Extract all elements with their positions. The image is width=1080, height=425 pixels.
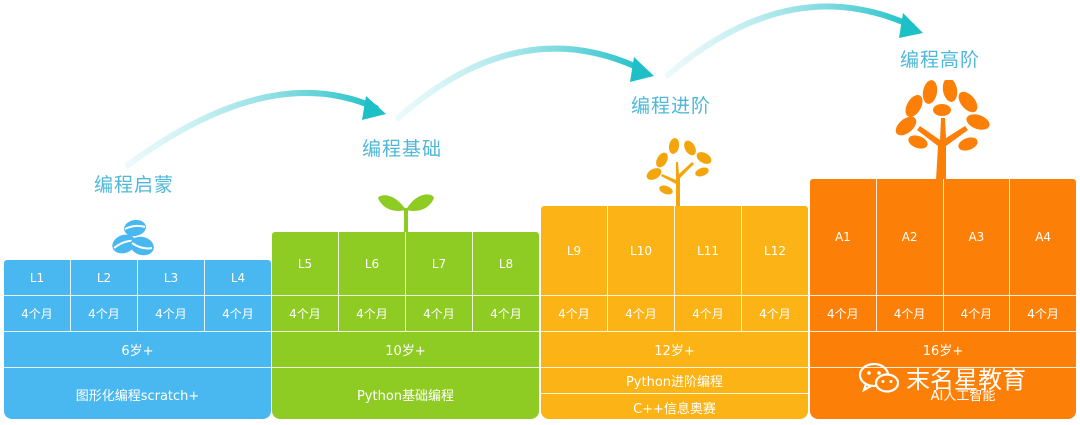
duration-cell: 4个月 — [674, 296, 741, 331]
level-cell: L2 — [70, 260, 137, 295]
age-label: 16岁+ — [810, 331, 1076, 367]
watermark: 末名星教育 — [858, 360, 1026, 395]
sprout-icon — [378, 194, 434, 234]
duration-cell: 4个月 — [204, 296, 271, 331]
level-cell: L10 — [607, 206, 674, 295]
level-cell: A1 — [834, 230, 851, 244]
duration-cell: 4个月 — [289, 307, 321, 321]
course-label: 图形化编程scratch+ — [4, 367, 271, 419]
stage-block-1: L1 L2 L3 L4 4个月 4个月 4个月 4个月 6岁+ 图形化编程scr… — [4, 260, 271, 419]
level-cell: L8 — [472, 232, 539, 295]
duration-cell: 4个月 — [827, 307, 859, 321]
level-cell: A2 — [875, 179, 943, 295]
level-cell: L6 — [338, 232, 405, 295]
duration-cell: 4个月 — [942, 296, 1010, 331]
level-cell: L5 — [297, 256, 313, 271]
age-label: 10岁+ — [272, 331, 539, 367]
level-cell: L11 — [674, 206, 741, 295]
level-cell: A4 — [1009, 179, 1076, 295]
stage-title-3: 编程进阶 — [631, 95, 712, 117]
duration-cell: 4个月 — [137, 296, 204, 331]
duration-cell: 4个月 — [741, 296, 808, 331]
arrow-2 — [395, 45, 654, 121]
stage-block-2: L5 L6 L7 L8 4个月 4个月 4个月 4个月 10岁+ Python基… — [272, 232, 539, 419]
duration-cell: 4个月 — [607, 296, 674, 331]
coffee-beans-icon — [112, 219, 154, 256]
duration-cell: 4个月 — [875, 296, 943, 331]
duration-cell: 4个月 — [70, 296, 137, 331]
stage-block-4: A1 A2 A3 A4 4个月 4个月 4个月 4个月 16岁+ AI人工智能 — [810, 179, 1076, 419]
level-cell: L9 — [566, 243, 582, 258]
arrow-3 — [665, 3, 923, 78]
duration-cell: 4个月 — [472, 296, 539, 331]
level-cell: L7 — [405, 232, 472, 295]
duration-cell: 4个月 — [558, 307, 590, 321]
stage-title-2: 编程基础 — [362, 138, 443, 160]
duration-cell: 4个月 — [1009, 296, 1076, 331]
level-cell: L1 — [29, 270, 45, 285]
course-label: C++信息奥赛 — [541, 393, 808, 419]
arrow-1 — [125, 90, 386, 168]
level-cell: L12 — [741, 206, 808, 295]
level-cell: A3 — [942, 179, 1010, 295]
level-cell: L3 — [137, 260, 204, 295]
duration-cell: 4个月 — [21, 307, 53, 321]
wechat-icon — [858, 362, 900, 393]
stage-title-4: 编程高阶 — [900, 49, 981, 71]
level-cell: L4 — [204, 260, 271, 295]
tree-icon — [895, 80, 990, 180]
course-label: Python基础编程 — [272, 367, 539, 419]
young-tree-icon — [646, 138, 712, 208]
course-label: AI人工智能 — [810, 367, 1076, 419]
stage-title-1: 编程启蒙 — [94, 174, 175, 196]
course-label: Python进阶编程 — [541, 367, 808, 393]
stage-block-3: L9 L10 L11 L12 4个月 4个月 4个月 4个月 12岁+ Pyth… — [541, 206, 808, 419]
watermark-text: 末名星教育 — [906, 366, 1026, 394]
age-label: 6岁+ — [4, 331, 271, 367]
duration-cell: 4个月 — [405, 296, 472, 331]
duration-cell: 4个月 — [338, 296, 405, 331]
age-label: 12岁+ — [541, 331, 808, 367]
